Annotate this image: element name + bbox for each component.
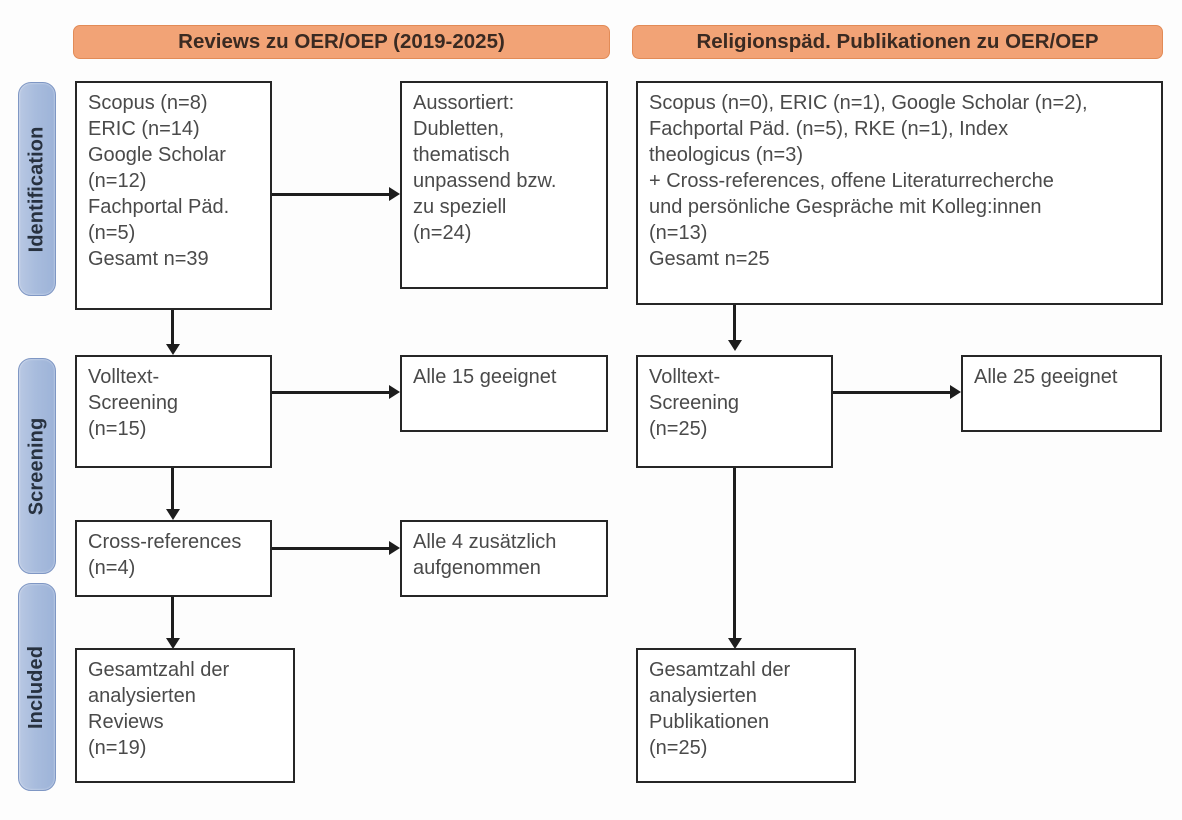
connector-left-identification-to-screening (171, 310, 174, 345)
box-right-identification: Scopus (n=0), ERIC (n=1), Google Scholar… (636, 81, 1163, 305)
box-right-included: Gesamtzahl der analysierten Publikatione… (636, 648, 856, 783)
connector-left-screening-to-crossref (171, 468, 174, 510)
arrowhead-right-screening-to-included (728, 638, 742, 649)
connector-right-screening-to-result (833, 391, 951, 394)
column-banner-publikationen: Religionspäd. Publikationen zu OER/OEP (632, 25, 1163, 59)
box-left-included: Gesamtzahl der analysierten Reviews (n=1… (75, 648, 295, 783)
box-right-screening: Volltext- Screening (n=25) (636, 355, 833, 468)
connector-left-crossref-to-result (272, 547, 390, 550)
stage-label-screening: Screening (25, 417, 48, 515)
box-left-excluded: Aussortiert: Dubletten, thematisch unpas… (400, 81, 608, 289)
connector-left-crossref-to-included (171, 597, 174, 639)
stage-label-identification: Identification (25, 126, 48, 252)
box-left-crossref: Cross-references (n=4) (75, 520, 272, 597)
box-left-screening-result: Alle 15 geeignet (400, 355, 608, 432)
connector-right-screening-to-included (733, 468, 736, 640)
box-left-screening: Volltext- Screening (n=15) (75, 355, 272, 468)
arrowhead-right-screening-to-result (950, 385, 961, 399)
column-banner-reviews-label: Reviews zu OER/OEP (2019-2025) (178, 30, 505, 53)
arrowhead-left-crossref-to-included (166, 638, 180, 649)
stage-pill-identification: Identification (18, 82, 56, 296)
stage-pill-screening: Screening (18, 358, 56, 574)
box-right-screening-result: Alle 25 geeignet (961, 355, 1162, 432)
column-banner-reviews: Reviews zu OER/OEP (2019-2025) (73, 25, 610, 59)
arrowhead-left-crossref-to-result (389, 541, 400, 555)
box-left-crossref-result: Alle 4 zusätzlich aufgenommen (400, 520, 608, 597)
arrowhead-right-identification-to-screening (728, 340, 742, 351)
arrowhead-left-screening-to-crossref (166, 509, 180, 520)
connector-left-identification-to-excluded (272, 193, 390, 196)
column-banner-publikationen-label: Religionspäd. Publikationen zu OER/OEP (696, 30, 1099, 53)
arrowhead-left-screening-to-result (389, 385, 400, 399)
arrowhead-left-identification-to-screening (166, 344, 180, 355)
stage-pill-included: Included (18, 583, 56, 791)
arrowhead-left-identification-to-excluded (389, 187, 400, 201)
box-left-identification: Scopus (n=8) ERIC (n=14) Google Scholar … (75, 81, 272, 310)
connector-left-screening-to-result (272, 391, 390, 394)
connector-right-identification-to-screening (733, 305, 736, 341)
stage-label-included: Included (25, 645, 48, 729)
